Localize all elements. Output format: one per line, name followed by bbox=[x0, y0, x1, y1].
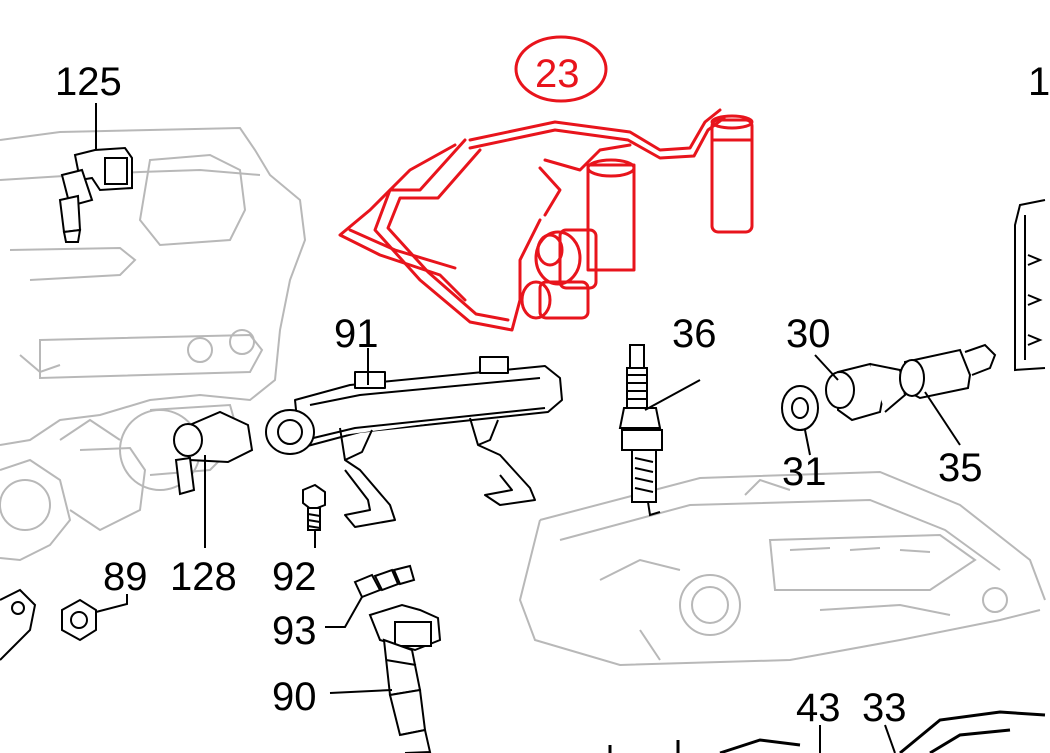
fuel-rail-part-91[interactable] bbox=[265, 356, 563, 528]
ignition-leads-part-23[interactable] bbox=[338, 35, 754, 332]
leader-line-93 bbox=[325, 596, 363, 628]
part-label-128[interactable]: 128 bbox=[170, 555, 237, 599]
intake-manifold-drawing bbox=[0, 126, 307, 562]
part-label-30[interactable]: 30 bbox=[786, 312, 831, 356]
bottom-parts-drawing bbox=[608, 710, 1046, 753]
leader-line-90 bbox=[329, 689, 393, 694]
nut-part-89[interactable] bbox=[61, 598, 97, 642]
leader-line-33 bbox=[884, 724, 896, 753]
sleeve-part-35[interactable] bbox=[899, 343, 997, 400]
leader-line-30 bbox=[814, 354, 839, 381]
engine-cover-drawing bbox=[518, 470, 1046, 667]
connector-part-30[interactable] bbox=[825, 362, 907, 422]
part-label-43[interactable]: 43 bbox=[796, 686, 841, 730]
washer-part-31[interactable] bbox=[781, 385, 819, 431]
part-label-23[interactable]: 23 bbox=[535, 52, 580, 96]
injector-part-90[interactable] bbox=[368, 603, 442, 753]
spark-plug-part-36[interactable] bbox=[618, 344, 663, 517]
edge-bracket-drawing bbox=[1014, 199, 1046, 372]
part-label-90[interactable]: 90 bbox=[272, 675, 317, 719]
cap-part-128[interactable] bbox=[173, 410, 254, 496]
left-bracket-drawing bbox=[0, 588, 37, 661]
clips-part-93[interactable] bbox=[353, 564, 416, 599]
sensor-part-125[interactable] bbox=[58, 146, 133, 243]
leader-line-31 bbox=[804, 429, 811, 456]
part-label-89[interactable]: 89 bbox=[103, 555, 148, 599]
part-label-31[interactable]: 31 bbox=[782, 450, 827, 494]
part-label-1[interactable]: 1 bbox=[1028, 60, 1050, 104]
part-label-125[interactable]: 125 bbox=[55, 60, 122, 104]
part-label-93[interactable]: 93 bbox=[272, 609, 317, 653]
part-label-35[interactable]: 35 bbox=[938, 446, 983, 490]
leader-line-36 bbox=[644, 379, 701, 411]
part-label-33[interactable]: 33 bbox=[862, 686, 907, 730]
leader-line-35 bbox=[924, 391, 961, 446]
bolt-part-92[interactable] bbox=[302, 483, 326, 531]
leader-line-89 bbox=[95, 594, 128, 613]
part-label-92[interactable]: 92 bbox=[272, 555, 317, 599]
part-label-91[interactable]: 91 bbox=[334, 312, 379, 356]
part-label-36[interactable]: 36 bbox=[672, 312, 717, 356]
